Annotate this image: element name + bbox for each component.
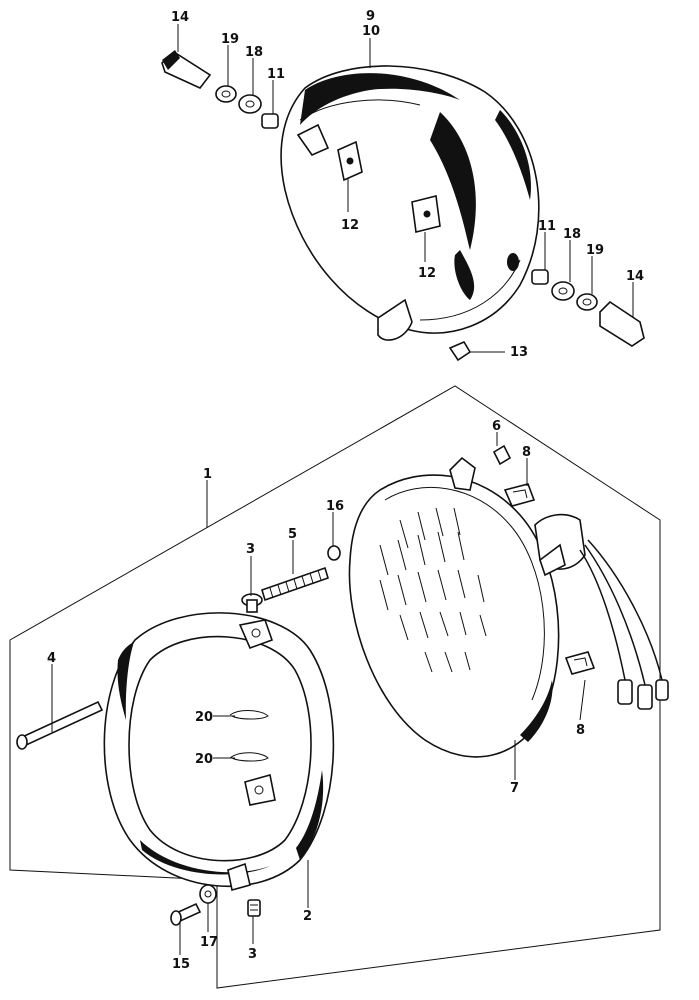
- callout-11-right: 11: [538, 219, 556, 234]
- callout-4: 4: [47, 651, 56, 666]
- callout-16: 16: [326, 499, 344, 514]
- callout-7: 7: [510, 781, 519, 796]
- callout-3-bottom: 3: [248, 947, 257, 962]
- sealed-beam-unit: [348, 456, 586, 758]
- washer-18-left: [238, 94, 262, 114]
- callout-9: 9: [366, 9, 375, 24]
- bolt-left: [161, 50, 212, 89]
- collar-11-right: [531, 269, 549, 285]
- collar-11-left: [261, 113, 279, 129]
- callout-19-right: 19: [586, 243, 604, 258]
- bolt-right: [599, 300, 645, 347]
- callout-20-a: 20: [195, 710, 213, 725]
- clip-8-lower: [564, 651, 596, 675]
- callout-14-right: 14: [626, 269, 644, 284]
- callout-12-a: 12: [341, 218, 359, 233]
- callout-8-upper: 8: [522, 445, 531, 460]
- nut-13: [448, 340, 472, 362]
- clip-6: [492, 444, 512, 466]
- callout-17: 17: [200, 935, 218, 950]
- callout-20-b: 20: [195, 752, 213, 767]
- callout-11-left: 11: [267, 67, 285, 82]
- wire-harness: [579, 539, 669, 710]
- callout-labels: 14 19 18 11 9 10 12 12 11 18 19 14 13 1 …: [47, 9, 644, 972]
- spring-clip-20-a: [229, 710, 269, 720]
- long-screw-4: [16, 700, 104, 750]
- nut-16: [327, 545, 341, 561]
- callout-15: 15: [172, 957, 190, 972]
- screw-15: [170, 902, 202, 926]
- callout-18-right: 18: [563, 227, 581, 242]
- callout-12-b: 12: [418, 266, 436, 281]
- clip-8-upper: [503, 483, 536, 507]
- callout-3-top: 3: [246, 542, 255, 557]
- callout-1: 1: [203, 467, 212, 482]
- screw-3-bottom: [247, 899, 261, 917]
- headlight-rim: [103, 612, 335, 892]
- callout-18-left: 18: [245, 45, 263, 60]
- callout-13: 13: [510, 345, 528, 360]
- callout-6: 6: [492, 419, 501, 434]
- washer-17: [199, 884, 217, 904]
- washer-18-right: [551, 281, 575, 301]
- callout-14-left: 14: [171, 10, 189, 25]
- callout-10: 10: [362, 24, 380, 39]
- assembly-boundary: [9, 385, 661, 989]
- headlight-case: [280, 65, 540, 341]
- leader-lines: [51, 24, 634, 955]
- adjust-screw-5: [261, 566, 329, 602]
- callout-5: 5: [288, 527, 297, 542]
- callout-2: 2: [303, 909, 312, 924]
- spring-clip-20-b: [229, 752, 269, 762]
- screw-3-top: [241, 593, 263, 613]
- washer-19-right: [576, 293, 598, 311]
- callout-8-lower: 8: [576, 723, 585, 738]
- callout-19-left: 19: [221, 32, 239, 47]
- washer-19-left: [215, 85, 237, 103]
